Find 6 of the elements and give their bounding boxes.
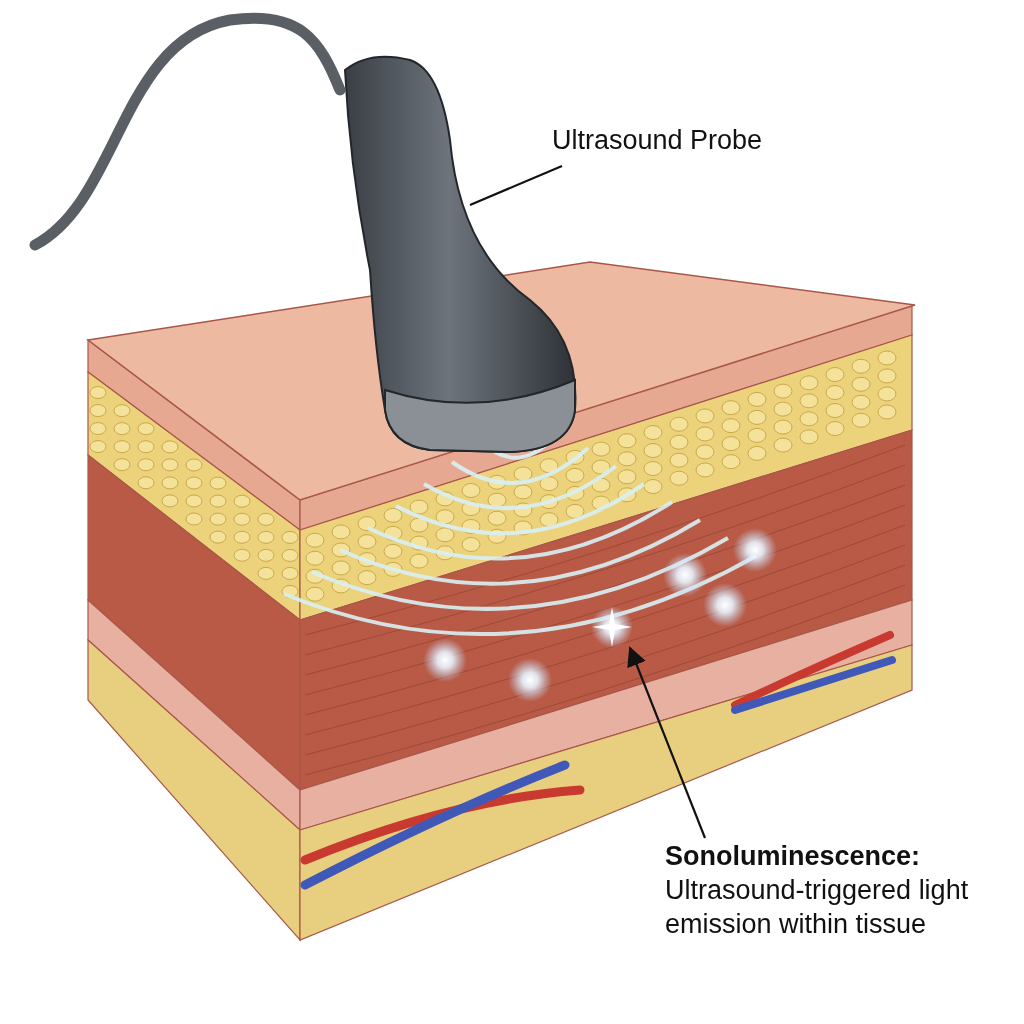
callout-label: Ultrasound Probe: [552, 124, 764, 157]
light-emission-sparkle: [590, 605, 634, 649]
definition-text: Ultrasound-triggered light emission within tissue: [665, 873, 970, 941]
arrow: [627, 646, 707, 839]
term-heading: Sonoluminescence:: [665, 840, 922, 873]
leader-line: [469, 165, 563, 206]
